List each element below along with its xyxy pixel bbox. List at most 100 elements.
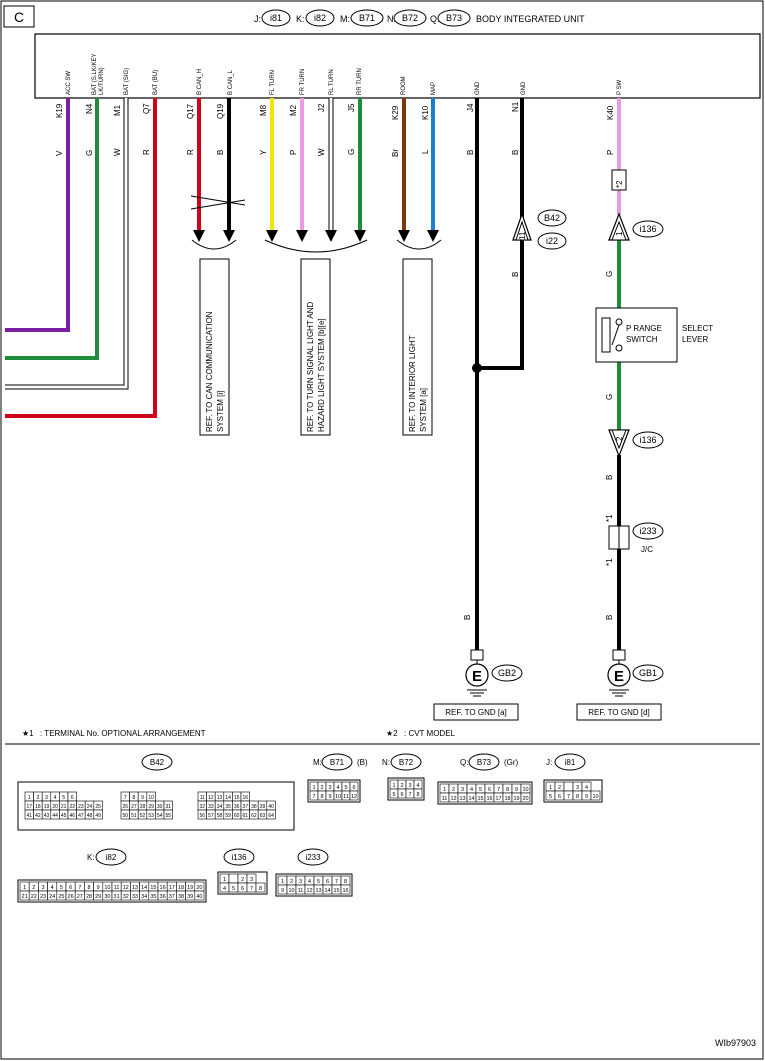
pin-num-k10: K10 xyxy=(421,105,430,120)
b42-pin: 19 xyxy=(44,804,50,810)
i81-pin: 3 xyxy=(576,785,579,791)
b73-pin: 1 xyxy=(443,787,446,793)
b42-pin: 5 xyxy=(62,795,65,801)
star1-bottom: *1 xyxy=(605,558,614,566)
pin-num-q19: Q19 xyxy=(216,103,225,119)
b71-pin: 3 xyxy=(328,785,331,791)
b73-cell xyxy=(520,792,531,803)
hdr-title: BODY INTEGRATED UNIT xyxy=(476,14,585,24)
can-wires xyxy=(190,98,246,250)
code-n1: B xyxy=(511,150,520,155)
i136-cell xyxy=(255,882,266,893)
pin-num-m1: M1 xyxy=(113,104,122,116)
b42-pin: 7 xyxy=(124,795,127,801)
b42-pin: 38 xyxy=(251,804,257,810)
note2-mark: ★2 xyxy=(386,729,398,738)
i82-pin: 28 xyxy=(86,894,92,900)
color-codes: V G W R R B Y P W G Br L B B P xyxy=(55,148,615,157)
b42-pin: 54 xyxy=(157,813,163,819)
i233-pin: 10 xyxy=(288,888,294,894)
wire-n4 xyxy=(5,98,99,360)
b73-pin: 2 xyxy=(452,787,455,793)
b71-pin: 2 xyxy=(320,785,323,791)
pin-name-n4-b: LK/TURN) xyxy=(99,67,105,95)
ref-can-text-2: SYSTEM [i] xyxy=(216,391,225,432)
arrow-k10 xyxy=(427,230,439,242)
i233-pin: 5 xyxy=(317,879,320,885)
i81-pin: 5 xyxy=(549,794,552,800)
i136-pin: 1 xyxy=(223,877,226,883)
arrow-j2 xyxy=(325,230,337,242)
b73-pin: 14 xyxy=(468,796,474,802)
hdr-conn-b72-oval xyxy=(393,9,427,27)
b71-pin: 12 xyxy=(351,794,357,800)
i81-prefix: J: xyxy=(546,758,552,767)
i82-pin: 29 xyxy=(95,894,101,900)
i82-pin: 35 xyxy=(150,894,156,900)
i136-pin: 7 xyxy=(250,886,253,892)
b42-pin: 49 xyxy=(95,813,101,819)
wire-q7 xyxy=(5,98,157,418)
hdr-conn-i81: i81 xyxy=(270,13,282,23)
interior-wires xyxy=(396,98,442,250)
b72-pin: 6 xyxy=(400,792,403,798)
b73-pin: 16 xyxy=(486,796,492,802)
i82-pin: 18 xyxy=(178,885,184,891)
i81-pin: 9 xyxy=(585,794,588,800)
select-lever-line1: SELECT xyxy=(682,324,713,333)
star2-box: *2 xyxy=(611,169,627,191)
wire-n1 xyxy=(477,98,524,370)
b42-pin: 20 xyxy=(52,804,58,810)
ref-turn-text-2: HAZARD LIGHT SYSTEM [b][e] xyxy=(317,318,326,432)
ref-interior-text-1: REF. TO INTERIOR LIGHT xyxy=(408,335,417,432)
code-q19: B xyxy=(216,150,225,155)
page-label-box: C xyxy=(3,5,35,28)
b42-pin: 57 xyxy=(208,813,214,819)
b42-pin: 30 xyxy=(157,804,163,810)
b71-view-label: B71 xyxy=(330,758,345,767)
b42-pin: 10 xyxy=(148,795,154,801)
body-integrated-unit-box xyxy=(34,33,761,99)
b73-pin: 10 xyxy=(522,787,528,793)
code-k19: V xyxy=(55,150,64,156)
left-wires xyxy=(5,98,157,418)
b42-pin: 23 xyxy=(78,804,84,810)
code-k29: Br xyxy=(391,149,400,157)
b72-pin: 7 xyxy=(408,792,411,798)
i82-pin: 4 xyxy=(51,885,54,891)
wire-label-k40-low: B xyxy=(605,615,614,620)
i233-cell xyxy=(340,884,351,895)
i82-pin: 16 xyxy=(160,885,166,891)
b42-pin: 52 xyxy=(140,813,146,819)
star1-top: *1 xyxy=(605,514,614,522)
i233-view-label: i233 xyxy=(305,853,321,862)
i233-pin: 8 xyxy=(344,879,347,885)
ref-turn-text-1: REF. TO TURN SIGNAL LIGHT AND xyxy=(306,302,315,432)
i82-pin: 17 xyxy=(169,885,175,891)
i81-pin: 2 xyxy=(558,785,561,791)
b71-pin: 1 xyxy=(312,785,315,791)
b42-pin: 6 xyxy=(71,795,74,801)
pin-name-k19: ACC SW xyxy=(66,71,72,95)
code-j2: W xyxy=(317,148,326,156)
i81-view-label: i81 xyxy=(565,758,576,767)
i233-pin: 6 xyxy=(326,879,329,885)
b42-pin: 26 xyxy=(123,804,129,810)
b42-pin: 46 xyxy=(70,813,76,819)
i82-pin: 5 xyxy=(60,885,63,891)
ref-gnd-d-box: REF. TO GND [d] xyxy=(576,703,662,721)
b73-pin: 20 xyxy=(522,796,528,802)
i82-pin: 25 xyxy=(58,894,64,900)
hdr-prefix-j: J: xyxy=(254,14,261,24)
b73-pin: 3 xyxy=(461,787,464,793)
b42-cell xyxy=(163,809,173,820)
i82-pin: 34 xyxy=(141,894,147,900)
brace-can xyxy=(191,239,237,250)
b42-pin: 14 xyxy=(225,795,231,801)
star2-label: *2 xyxy=(615,180,624,188)
i82-pin: 15 xyxy=(150,885,156,891)
